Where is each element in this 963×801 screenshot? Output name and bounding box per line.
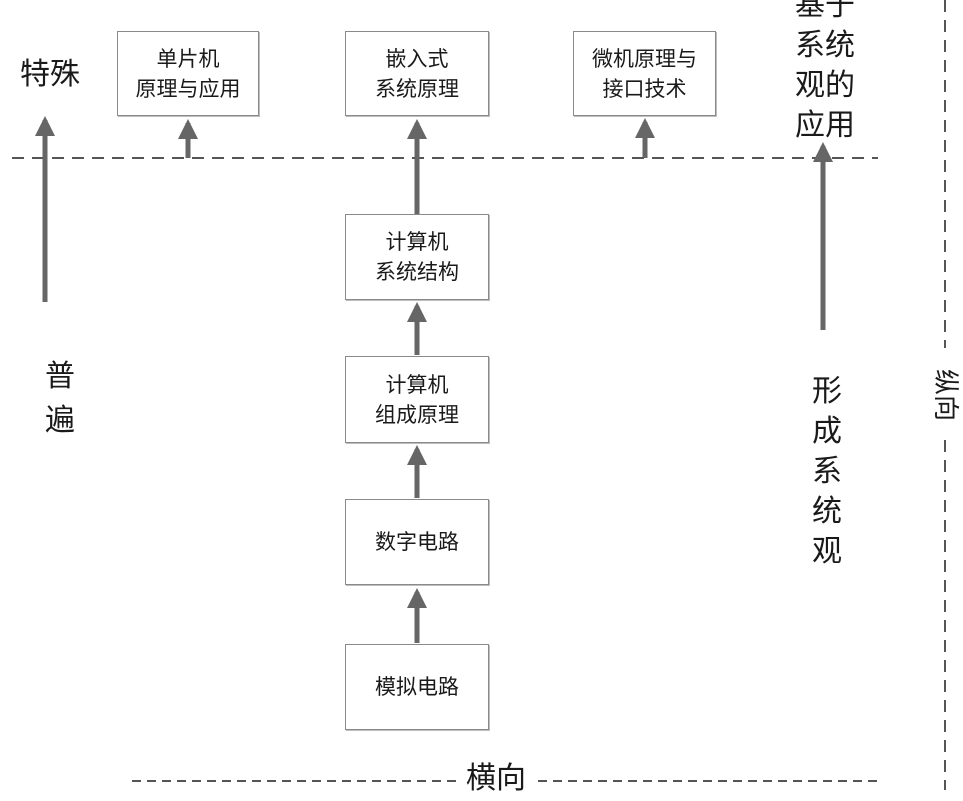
label-zongxiang: 纵向 xyxy=(930,368,960,421)
node-moni-line1: 模拟电路 xyxy=(375,675,459,699)
label-xingcheng-char4: 统 xyxy=(812,494,842,529)
label-jiyu-xitongguan-yingyong: 基于 系统 观的 应用 xyxy=(790,0,860,146)
node-qianrushi-line1: 嵌入式 xyxy=(385,46,449,71)
label-teshu: 特殊 xyxy=(20,57,80,92)
node-jisuanji-jiegou-line1: 计算机 xyxy=(385,230,449,254)
node-jisuanji-jiegou-line2: 系统结构 xyxy=(375,260,459,284)
node-jisuanji-zucheng: 计算机 组成原理 xyxy=(345,356,489,443)
label-xingcheng-xitongguan: 形 成 系 统 观 xyxy=(805,372,849,572)
label-pubian: 普 遍 xyxy=(40,355,80,443)
node-weiji: 微机原理与 接口技术 xyxy=(573,31,716,116)
label-pubian-char2: 遍 xyxy=(45,403,75,438)
node-weiji-line2: 接口技术 xyxy=(602,76,687,101)
node-danpianji-line2: 原理与应用 xyxy=(135,76,241,101)
label-xingcheng-char5: 观 xyxy=(812,534,842,569)
node-qianrushi-line2: 系统原理 xyxy=(375,76,459,101)
label-jiyu-line1: 基于 xyxy=(795,0,855,23)
label-jiyu-line4: 应用 xyxy=(795,108,855,143)
node-jisuanji-zucheng-line1: 计算机 xyxy=(385,372,449,397)
label-pubian-char1: 普 xyxy=(45,359,75,394)
label-xingcheng-char2: 成 xyxy=(812,414,842,449)
node-shuzi: 数字电路 xyxy=(345,499,489,585)
node-jisuanji-jiegou: 计算机 系统结构 xyxy=(345,214,489,300)
node-weiji-line1: 微机原理与 xyxy=(592,46,697,71)
label-jiyu-line3: 观的 xyxy=(795,68,855,103)
label-jiyu-line2: 系统 xyxy=(795,28,855,63)
node-danpianji-line1: 单片机 xyxy=(156,46,220,71)
node-qianrushi: 嵌入式 系统原理 xyxy=(345,31,489,116)
label-hengxiang: 横向 xyxy=(466,761,526,796)
label-xingcheng-char1: 形 xyxy=(812,374,842,409)
node-shuzi-line1: 数字电路 xyxy=(375,530,459,554)
node-jisuanji-zucheng-line2: 组成原理 xyxy=(375,402,459,427)
node-moni: 模拟电路 xyxy=(345,644,489,730)
node-danpianji: 单片机 原理与应用 xyxy=(117,31,259,116)
label-xingcheng-char3: 系 xyxy=(812,454,842,489)
